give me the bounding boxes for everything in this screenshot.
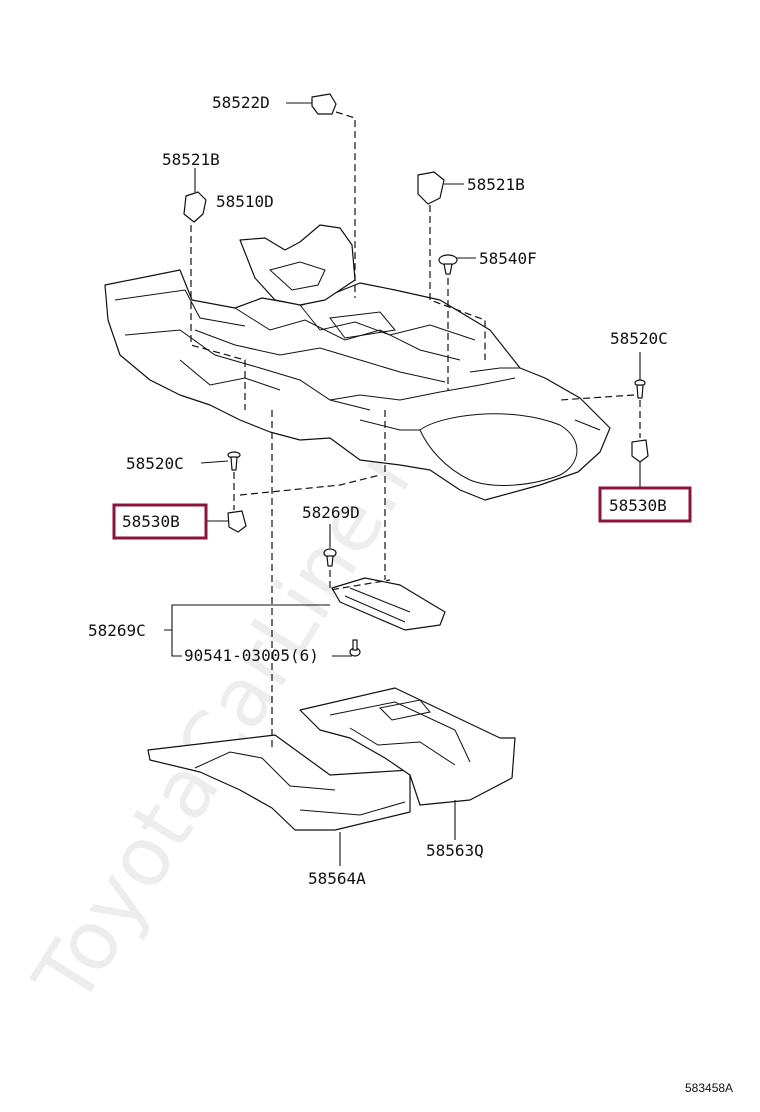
part-label-58522D[interactable]: 58522D bbox=[212, 93, 270, 112]
part-label-58269D[interactable]: 58269D bbox=[302, 503, 360, 522]
part-label-58540F[interactable]: 58540F bbox=[479, 249, 537, 268]
clip-58521B-right bbox=[417, 171, 445, 205]
diagram-code: 583458A bbox=[685, 1081, 733, 1095]
part-label-58269C[interactable]: 58269C bbox=[88, 621, 146, 640]
clip-58520C-left bbox=[227, 451, 241, 471]
clip-58530B-left bbox=[227, 510, 247, 533]
floor-mat-58564A bbox=[147, 734, 411, 831]
floor-mat-58563Q bbox=[299, 687, 516, 806]
floor-carpet-58510D bbox=[104, 224, 611, 501]
part-label-58521B-left[interactable]: 58521B bbox=[162, 150, 220, 169]
foot-rest-58269C bbox=[323, 548, 446, 657]
clip-58522D bbox=[311, 93, 337, 115]
clip-58540F bbox=[438, 254, 458, 275]
assembly-lines bbox=[190, 111, 641, 748]
clip-58521B-left bbox=[183, 191, 207, 223]
clip-58520C-right bbox=[634, 379, 646, 399]
highlight-box-58530B-left bbox=[112, 503, 208, 540]
clip-58530B-right bbox=[631, 439, 649, 463]
part-label-58510D[interactable]: 58510D bbox=[216, 192, 274, 211]
part-label-58530B-right[interactable]: 58530B bbox=[609, 496, 667, 515]
part-label-58564A[interactable]: 58564A bbox=[308, 869, 366, 888]
highlight-box-58530B-right bbox=[598, 486, 692, 523]
part-label-58520C-right[interactable]: 58520C bbox=[610, 329, 668, 348]
part-label-58530B-left[interactable]: 58530B bbox=[122, 512, 180, 531]
part-label-90541-03005[interactable]: 90541-03005(6) bbox=[184, 646, 319, 665]
part-label-58563Q[interactable]: 58563Q bbox=[426, 841, 484, 860]
part-label-58521B-right[interactable]: 58521B bbox=[467, 175, 525, 194]
leader-lines bbox=[164, 102, 641, 866]
part-label-58520C-left[interactable]: 58520C bbox=[126, 454, 184, 473]
